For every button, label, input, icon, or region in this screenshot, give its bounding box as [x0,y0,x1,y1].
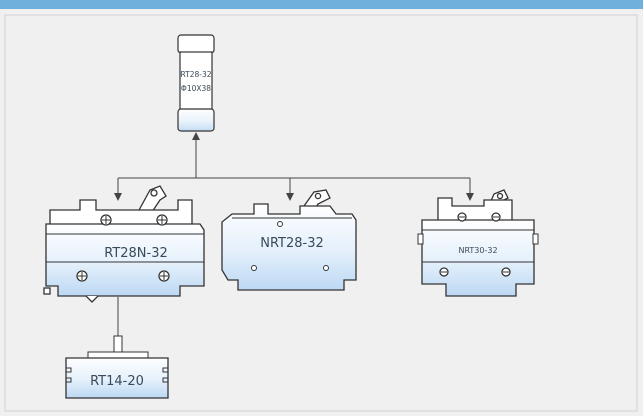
rt28n-label: RT28N-32 [104,246,168,261]
frame [4,14,638,412]
rt14-label: RT14-20 [90,374,144,389]
nrt28-holder: NRT28-32 [221,189,357,291]
rt14-base: RT14-20 [65,335,169,399]
connector-lines [114,132,474,346]
nrt30-label: NRT30-32 [458,246,497,255]
nrt30-holder: NRT30-32 [417,189,539,297]
top-band [0,0,643,9]
fuse-size-label: Φ10X38 [181,84,211,93]
rt28n-holder: RT28N-32 [43,185,205,303]
fuse-cartridge: RT28-32 Φ10X38 [177,34,215,132]
nrt28-label: NRT28-32 [260,236,324,251]
fuse-model-label: RT28-32 [180,70,211,79]
